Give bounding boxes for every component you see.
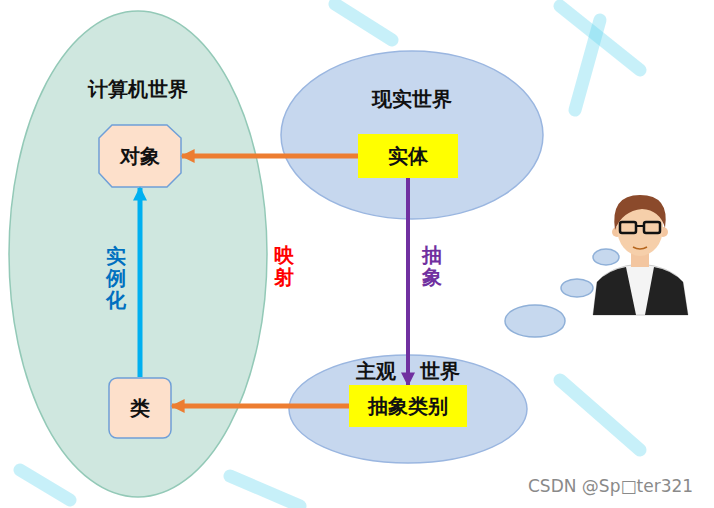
watermark-stroke bbox=[575, 20, 600, 110]
watermark-stroke bbox=[230, 476, 300, 506]
thought-bubble bbox=[561, 279, 593, 297]
person-mouth bbox=[633, 247, 647, 249]
thought-bubble bbox=[593, 249, 619, 265]
region-ellipse: 主观 世界抽象类别 bbox=[288, 354, 528, 464]
arrow-connector bbox=[172, 404, 349, 409]
arrow-connector bbox=[182, 154, 358, 159]
person-shirt bbox=[593, 264, 688, 315]
arrow-connector bbox=[138, 188, 143, 377]
class-box: 实体 bbox=[358, 134, 458, 178]
thought-bubble bbox=[505, 305, 565, 337]
edge-label: 抽象 bbox=[422, 244, 442, 288]
region-ellipse-shape bbox=[281, 51, 543, 219]
object-octagon: 对象 bbox=[98, 124, 182, 188]
octagon-shape bbox=[99, 125, 181, 187]
rounded-shape bbox=[109, 378, 171, 438]
region-ellipse: 现实世界实体 bbox=[280, 50, 544, 220]
region-heading: 主观 世界 bbox=[288, 358, 528, 385]
person-vest bbox=[593, 267, 636, 315]
region-heading: 现实世界 bbox=[280, 86, 544, 113]
person-glasses bbox=[620, 222, 636, 233]
region-ellipse: 计算机世界对象类 bbox=[8, 10, 268, 498]
arrow-connector bbox=[406, 178, 410, 385]
region-ellipse-shape bbox=[289, 355, 527, 463]
class-box: 类 bbox=[108, 377, 172, 439]
mapping-label: 映射 bbox=[274, 244, 294, 288]
person-vest bbox=[645, 267, 688, 315]
node-label: 抽象类别 bbox=[368, 393, 448, 420]
person-hair bbox=[614, 195, 665, 230]
node-label: 类 bbox=[130, 395, 150, 422]
region-heading: 计算机世界 bbox=[8, 76, 268, 103]
person-glasses bbox=[644, 222, 660, 233]
node-label: 对象 bbox=[120, 143, 160, 170]
watermark-stroke bbox=[560, 380, 640, 450]
watermark-text: CSDN @Sp□ter321 bbox=[528, 476, 693, 496]
edge-label: 实例化 bbox=[106, 245, 126, 311]
person-figure bbox=[593, 195, 688, 315]
node-label: 实体 bbox=[388, 143, 428, 170]
class-box: 抽象类别 bbox=[349, 385, 467, 427]
region-ellipse-shape bbox=[9, 11, 267, 497]
watermark-stroke bbox=[335, 4, 392, 40]
person-glasses bbox=[636, 225, 644, 227]
watermark-stroke bbox=[20, 470, 70, 500]
